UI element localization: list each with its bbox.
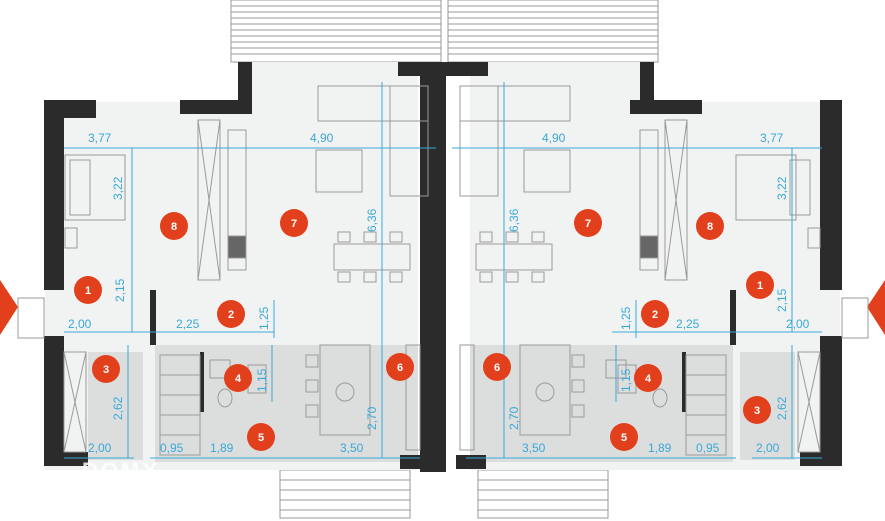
dim-label: 1,15: [255, 368, 269, 392]
dim-label: 3,50: [340, 441, 364, 455]
dim-label: 2,00: [88, 441, 112, 455]
dim-label: 0,95: [696, 441, 720, 455]
terrace-top-left: [230, 0, 442, 63]
dim-label: 3,77: [88, 131, 112, 145]
dim-label: 2,00: [786, 317, 810, 331]
dim-label: 0,95: [160, 441, 184, 455]
dim-label: 1,25: [257, 306, 271, 330]
dim-label: 6,36: [507, 208, 521, 232]
room-number: 8: [707, 221, 713, 233]
entrance-doors: [0, 280, 885, 339]
room-markers: 8 7 1 2 3 4 6 5 7 8 1 2 6 4 3 5: [74, 209, 774, 451]
dim-label: 3,50: [522, 441, 546, 455]
room-number: 1: [85, 285, 91, 297]
dim-label: 3,22: [111, 176, 125, 200]
steps-bottom-left: [279, 469, 411, 519]
room-number: 5: [258, 432, 264, 444]
floor-right-unit: [470, 62, 840, 470]
dim-label: 4,90: [310, 131, 334, 145]
floor-left-unit: [45, 62, 418, 470]
room-number: 7: [291, 218, 297, 230]
dim-label: 3,77: [760, 131, 784, 145]
dim-label: 2,70: [507, 406, 521, 430]
dim-label: 4,90: [542, 131, 566, 145]
room-number: 8: [171, 221, 177, 233]
room-number: 6: [397, 362, 403, 374]
dim-label: 2,62: [111, 396, 125, 420]
terrace-top-right: [447, 0, 659, 63]
dim-label: 6,36: [365, 208, 379, 232]
watermark: DOMY: [82, 458, 160, 483]
room-number: 2: [652, 309, 658, 321]
dim-label: 2,15: [775, 288, 789, 312]
dim-label: 1,25: [619, 306, 633, 330]
room-number: 7: [585, 218, 591, 230]
room-number: 3: [754, 405, 760, 417]
dim-label: 2,00: [68, 317, 92, 331]
dimension-labels: 3,77 4,90 4,90 3,77 3,22 6,36 6,36 3,22 …: [68, 131, 810, 455]
dim-label: 2,62: [775, 396, 789, 420]
room-number: 4: [645, 373, 652, 385]
room-number: 3: [103, 364, 109, 376]
room-number: 1: [757, 280, 763, 292]
dim-label: 2,25: [176, 317, 200, 331]
dim-label: 2,70: [365, 406, 379, 430]
steps-bottom-right: [477, 469, 609, 519]
dim-label: 2,25: [676, 317, 700, 331]
dim-label: 1,89: [210, 441, 234, 455]
room-number: 6: [494, 362, 500, 374]
dim-label: 2,15: [113, 278, 127, 302]
dimension-lines: [64, 82, 822, 459]
dim-label: 3,22: [775, 176, 789, 200]
room-number: 2: [228, 309, 234, 321]
walls: [44, 62, 842, 472]
dim-label: 2,00: [756, 441, 780, 455]
dim-label: 1,89: [648, 441, 672, 455]
room-number: 4: [235, 373, 242, 385]
room-number: 5: [621, 432, 627, 444]
dim-label: 1,15: [619, 368, 633, 392]
